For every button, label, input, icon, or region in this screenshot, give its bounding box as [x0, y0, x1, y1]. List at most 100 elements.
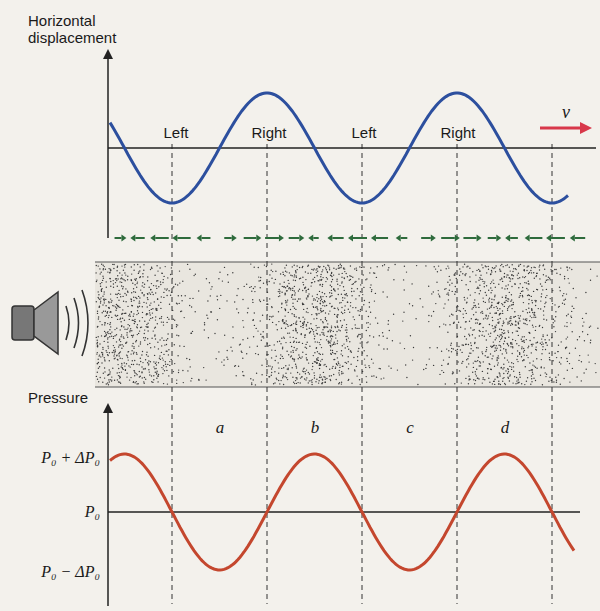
air-molecule: [339, 382, 340, 383]
air-molecule: [404, 348, 405, 349]
air-molecule: [139, 277, 140, 278]
air-molecule: [546, 342, 547, 343]
air-molecule: [111, 317, 112, 318]
air-molecule: [285, 293, 286, 294]
air-molecule: [526, 324, 527, 325]
air-molecule: [510, 270, 511, 271]
air-molecule: [302, 327, 303, 328]
air-molecule: [136, 287, 137, 288]
air-molecule: [291, 297, 292, 298]
air-molecule: [340, 302, 341, 303]
air-molecule: [214, 333, 215, 334]
air-molecule: [313, 306, 314, 307]
air-molecule: [482, 267, 483, 268]
air-molecule: [566, 358, 567, 359]
air-molecule: [452, 291, 453, 292]
air-molecule: [297, 332, 298, 333]
air-molecule: [334, 342, 335, 343]
air-molecule: [295, 328, 296, 329]
air-molecule: [528, 281, 529, 282]
air-molecule: [141, 354, 142, 355]
air-molecule: [350, 350, 351, 351]
air-molecule: [152, 308, 153, 309]
air-molecule: [99, 354, 100, 355]
air-molecule: [144, 329, 145, 330]
air-molecule: [461, 363, 462, 364]
air-molecule: [107, 342, 108, 343]
air-molecule: [157, 299, 158, 300]
air-molecule: [139, 376, 140, 377]
air-molecule: [488, 315, 489, 316]
air-molecule: [578, 360, 579, 361]
air-molecule: [189, 269, 190, 270]
air-molecule: [283, 286, 284, 287]
air-molecule: [115, 315, 116, 316]
air-molecule: [134, 321, 135, 322]
air-molecule: [131, 292, 132, 293]
air-molecule: [100, 286, 101, 287]
air-molecule: [339, 374, 340, 375]
air-molecule: [118, 293, 119, 294]
air-molecule: [247, 338, 248, 339]
air-molecule: [505, 285, 506, 286]
air-molecule: [508, 284, 509, 285]
air-molecule: [126, 342, 127, 343]
air-molecule: [337, 284, 338, 285]
air-molecule: [156, 280, 157, 281]
air-molecule: [517, 274, 518, 275]
air-molecule: [523, 302, 524, 303]
air-molecule: [125, 370, 126, 371]
air-molecule: [155, 308, 156, 309]
air-molecule: [525, 276, 526, 277]
air-molecule: [123, 345, 124, 346]
air-molecule: [99, 366, 100, 367]
air-molecule: [499, 270, 500, 271]
air-molecule: [525, 323, 526, 324]
air-molecule: [486, 295, 487, 296]
air-molecule: [335, 298, 336, 299]
air-molecule: [144, 333, 145, 334]
air-molecule: [541, 366, 542, 367]
air-molecule: [536, 275, 537, 276]
air-molecule: [555, 377, 556, 378]
air-molecule: [366, 330, 367, 331]
air-molecule: [114, 335, 115, 336]
air-molecule: [354, 268, 355, 269]
air-molecule: [286, 320, 287, 321]
air-molecule: [99, 321, 100, 322]
air-molecule: [559, 287, 560, 288]
air-molecule: [319, 377, 320, 378]
air-molecule: [107, 338, 108, 339]
air-molecule: [320, 310, 321, 311]
air-molecule: [522, 360, 523, 361]
air-molecule: [125, 280, 126, 281]
air-molecule: [544, 306, 545, 307]
air-molecule: [331, 281, 332, 282]
air-molecule: [453, 323, 454, 324]
air-molecule: [428, 315, 429, 316]
air-molecule: [103, 265, 104, 266]
air-molecule: [507, 322, 508, 323]
air-molecule: [97, 326, 98, 327]
air-molecule: [126, 341, 127, 342]
air-molecule: [429, 358, 430, 359]
air-molecule: [102, 347, 103, 348]
air-molecule: [329, 369, 330, 370]
air-molecule: [308, 293, 309, 294]
air-molecule: [362, 347, 363, 348]
air-molecule: [363, 287, 364, 288]
air-molecule: [478, 303, 479, 304]
air-molecule: [286, 351, 287, 352]
air-molecule: [300, 358, 301, 359]
air-molecule: [515, 324, 516, 325]
air-molecule: [278, 291, 279, 292]
air-molecule: [477, 347, 478, 348]
air-molecule: [541, 293, 542, 294]
air-molecule: [98, 265, 99, 266]
air-molecule: [553, 326, 554, 327]
air-molecule: [177, 284, 178, 285]
air-molecule: [501, 287, 502, 288]
air-molecule: [133, 364, 134, 365]
air-molecule: [533, 378, 534, 379]
air-molecule: [274, 371, 275, 372]
